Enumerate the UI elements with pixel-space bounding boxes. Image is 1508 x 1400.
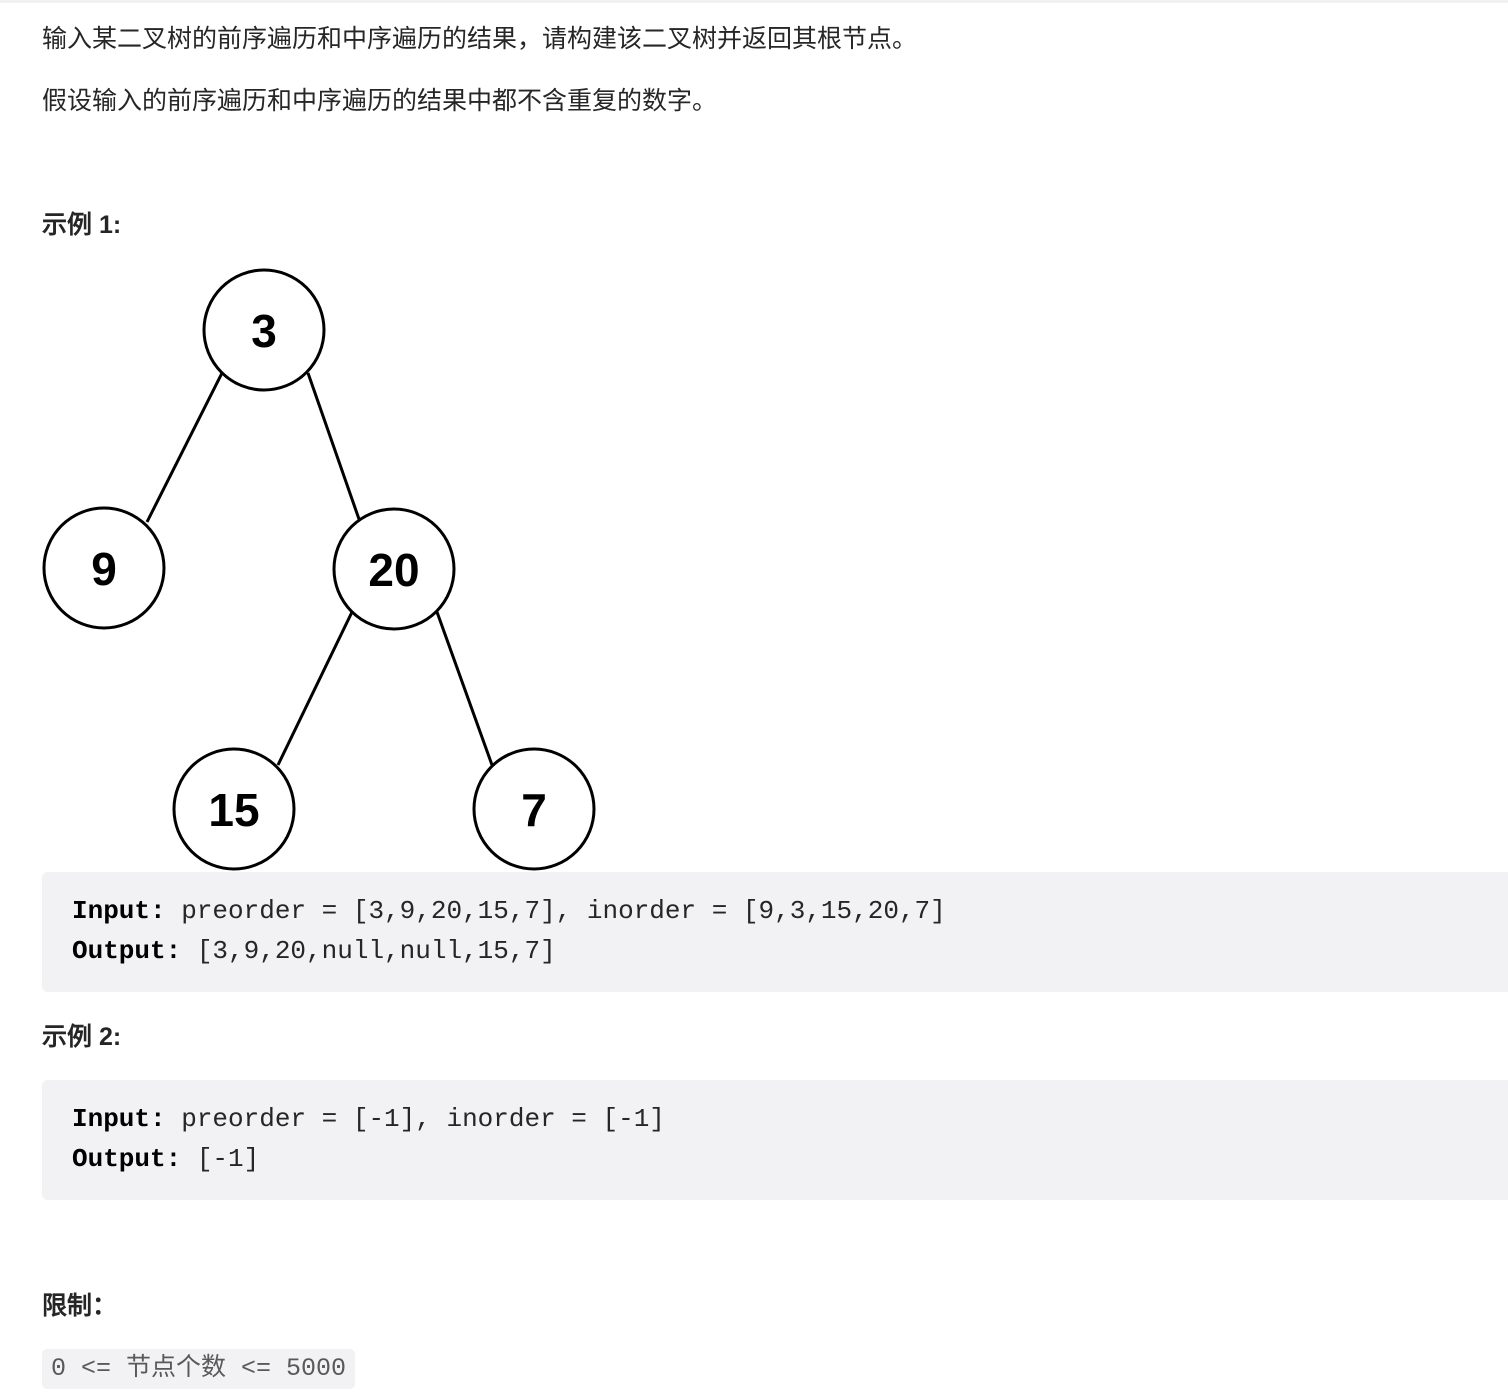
example-1-tree-diagram: 3 9 20 15 7 [42, 268, 596, 871]
edge-20-15 [276, 611, 354, 766]
example-2-input-value: preorder = [-1], inorder = [-1] [165, 1104, 665, 1134]
example-1-heading: 示例 1: [42, 211, 122, 239]
tree-node-9: 9 [42, 506, 166, 630]
edge-3-20 [306, 372, 362, 523]
constraints-heading: 限制： [42, 1292, 118, 1320]
example-2-output-value: [-1] [181, 1144, 260, 1174]
tree-node-9-label: 9 [91, 543, 117, 595]
tree-node-15-label: 15 [208, 784, 259, 836]
tree-node-3: 3 [202, 268, 326, 392]
tree-node-7-label: 7 [521, 784, 547, 836]
example-1-output-label: Output: [72, 936, 182, 966]
constraints-inline-code: 0 <= 节点个数 <= 5000 [42, 1349, 356, 1389]
example-2-code-block: Input: preorder = [-1], inorder = [-1] O… [42, 1080, 1508, 1200]
example-1-output-value: [3,9,20,null,null,15,7] [181, 936, 556, 966]
example-1-input-label: Input: [72, 896, 166, 926]
example-1-code-block: Input: preorder = [3,9,20,15,7], inorder… [42, 872, 1508, 992]
tree-node-20: 20 [332, 507, 456, 631]
tree-node-3-label: 3 [251, 305, 277, 357]
example-2-output-label: Output: [72, 1144, 182, 1174]
tree-edges [145, 372, 494, 766]
example-1-output-line: Output: [3,9,20,null,null,15,7] [72, 931, 1508, 971]
tree-node-15: 15 [172, 747, 296, 871]
example-2-input-line: Input: preorder = [-1], inorder = [-1] [72, 1099, 1508, 1139]
edge-20-7 [435, 611, 494, 766]
example-1-input-value: preorder = [3,9,20,15,7], inorder = [9,3… [165, 896, 946, 926]
example-2-output-line: Output: [-1] [72, 1139, 1508, 1179]
example-2-heading: 示例 2: [42, 1023, 122, 1051]
problem-assumption: 假设输入的前序遍历和中序遍历的结果中都不含重复的数字。 [42, 87, 718, 115]
tree-node-20-label: 20 [368, 544, 419, 596]
example-2-input-label: Input: [72, 1104, 166, 1134]
top-divider [0, 0, 1508, 3]
edge-3-9 [145, 372, 224, 523]
tree-node-7: 7 [472, 747, 596, 871]
example-1-input-line: Input: preorder = [3,9,20,15,7], inorder… [72, 891, 1508, 931]
problem-intro: 输入某二叉树的前序遍历和中序遍历的结果，请构建该二叉树并返回其根节点。 [42, 25, 918, 53]
